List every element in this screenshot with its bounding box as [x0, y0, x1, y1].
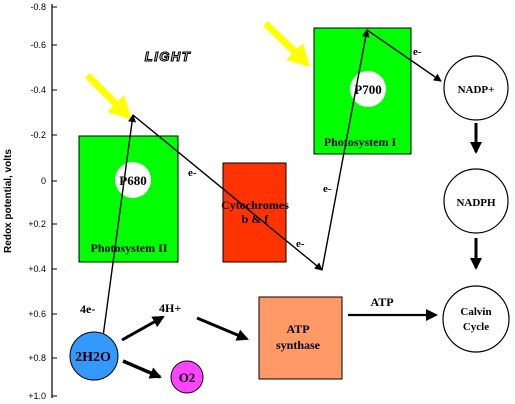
atp-synthase-label: ATP [286, 322, 309, 336]
nadp-node: NADP+ [443, 55, 509, 121]
cytochromes-label: Cytochromes [221, 198, 289, 212]
calvin-sublabel: Cycle [463, 321, 489, 333]
photosystem-ii: P680 Photosystem II [78, 135, 179, 263]
cytochromes-complex: Cytochromes b & f [221, 162, 289, 263]
proton-arrow [121, 315, 165, 342]
p700-center [350, 71, 386, 107]
atp-synthase-sublabel: synthase [276, 338, 321, 352]
nadp-label: NADP+ [458, 84, 495, 96]
light-arrow-icon [263, 21, 310, 67]
oxygen-molecule: O2 [170, 360, 204, 394]
oxygen-label: O2 [179, 370, 196, 385]
light-label: LIGHT [145, 49, 192, 64]
tick-label: +0.2 [28, 219, 46, 229]
nadph-node: NADPH [443, 168, 509, 234]
electron-path [101, 29, 442, 345]
tick-label: +0.8 [28, 353, 46, 363]
tick-label: -0.8 [30, 2, 46, 12]
tick-label: -0.2 [30, 130, 46, 140]
tick-label: +1.0 [28, 391, 46, 401]
electron-label: e- [323, 183, 332, 195]
p680-label: P680 [119, 173, 146, 188]
atp-synthase: ATP synthase [258, 296, 343, 380]
protons-label: 4H+ [159, 301, 181, 315]
tick-label: 0 [41, 176, 46, 186]
tick-label: -0.4 [30, 85, 46, 95]
nadph-label: NADPH [456, 197, 496, 209]
proton-to-atp-arrow [196, 316, 249, 341]
tick-label: +0.4 [28, 264, 46, 274]
cytochromes-sublabel: b & f [242, 212, 270, 226]
tick-label: +0.6 [28, 309, 46, 319]
electron-label: e- [188, 167, 197, 179]
axis-ticks [52, 6, 57, 397]
tick-label: -0.6 [30, 40, 46, 50]
photosystem-i-label: Photosystem I [324, 135, 397, 149]
electron-label: e- [413, 46, 422, 58]
oxygen-arrow [122, 359, 162, 379]
water-molecule: 2H2O [69, 331, 119, 381]
calvin-label: Calvin [460, 306, 491, 318]
atp-label: ATP [370, 295, 393, 309]
water-label: 2H2O [75, 350, 111, 365]
four-electrons-label: 4e- [80, 302, 95, 316]
axis-title: Redox potential, volts [3, 149, 14, 253]
photosystem-i: P700 Photosystem I [313, 27, 412, 155]
p700-label: P700 [354, 82, 381, 97]
light-arrow-icon [85, 73, 132, 120]
electron-label: e- [296, 238, 305, 250]
calvin-cycle-node: Calvin Cycle [442, 285, 510, 353]
redox-axis: -0.8 -0.6 -0.4 -0.2 0 +0.2 +0.4 +0.6 +0.… [3, 2, 57, 401]
p680-center [115, 162, 151, 198]
photosystem-ii-label: Photosystem II [91, 241, 168, 255]
